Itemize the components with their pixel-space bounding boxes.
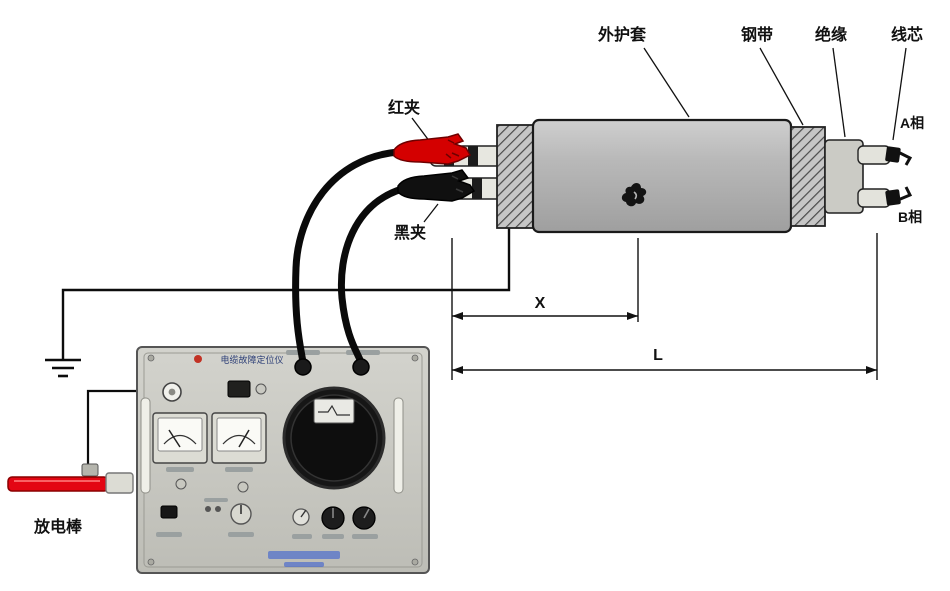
red-clamp (393, 133, 472, 165)
analog-meter-left (152, 412, 208, 464)
scope-display (282, 386, 386, 490)
outer-sheath-body (531, 118, 793, 234)
panel-small-labels (156, 350, 380, 539)
black-clamp-lead (337, 185, 406, 366)
power-inlet[interactable] (227, 380, 251, 398)
cable-core-right-b (857, 186, 913, 208)
red-clamp-lead (292, 148, 402, 366)
scope-screen (313, 398, 355, 424)
black-clamp-label: 黑夹 (394, 223, 426, 242)
left-handle[interactable] (140, 397, 151, 494)
dimension-arrowheads (452, 312, 877, 374)
fuse-holder[interactable] (255, 383, 267, 395)
output-terminal-right[interactable] (352, 358, 370, 376)
indicator-light-right (237, 481, 249, 493)
fault-mark-detail (633, 191, 638, 200)
phase-a-label: A相 (900, 115, 924, 131)
panel-watermark (268, 551, 340, 567)
toggle-b[interactable] (215, 506, 221, 512)
panel-logo (194, 355, 202, 363)
meter-needle (238, 429, 250, 448)
insulation-label: 绝缘 (815, 25, 847, 44)
toggle-a[interactable] (205, 506, 211, 512)
indicator-light-left (175, 478, 187, 490)
dim-x-label: X (535, 295, 546, 312)
dim-l-label: L (653, 347, 663, 364)
scope-trace (318, 404, 350, 416)
test-leads (292, 148, 406, 366)
analog-meter-right (211, 412, 267, 464)
steel-tape-right (790, 126, 826, 227)
rod-tip (105, 472, 134, 494)
instrument-panel: 电缆故障定位仪 (136, 346, 430, 574)
panel-title: 电缆故障定位仪 (220, 354, 283, 365)
rod-connector (81, 463, 99, 477)
steel-tape-label: 钢带 (741, 25, 773, 44)
red-clamp-label: 红夹 (388, 98, 420, 117)
right-handle[interactable] (393, 397, 404, 494)
insulation-layer (824, 139, 864, 214)
output-terminal-left[interactable] (294, 358, 312, 376)
meter-needle (168, 429, 181, 448)
ground-symbol (45, 358, 81, 378)
outer-sheath-label: 外护套 (597, 25, 647, 44)
dimension-lines (451, 233, 878, 380)
discharge-rod[interactable] (7, 463, 134, 494)
phase-b-label: B相 (898, 209, 922, 225)
fault-mark (621, 182, 647, 207)
black-clamp (397, 169, 476, 202)
core-label: 线芯 (891, 25, 923, 44)
power-switch[interactable] (160, 505, 178, 519)
leader-lines (411, 47, 907, 223)
cable (429, 118, 913, 234)
steel-tape-left (496, 124, 534, 229)
panel-screws (147, 354, 419, 566)
cable-core-right-a (857, 145, 913, 166)
discharge-rod-label: 放电棒 (33, 517, 83, 536)
rod-shaft (7, 476, 109, 492)
